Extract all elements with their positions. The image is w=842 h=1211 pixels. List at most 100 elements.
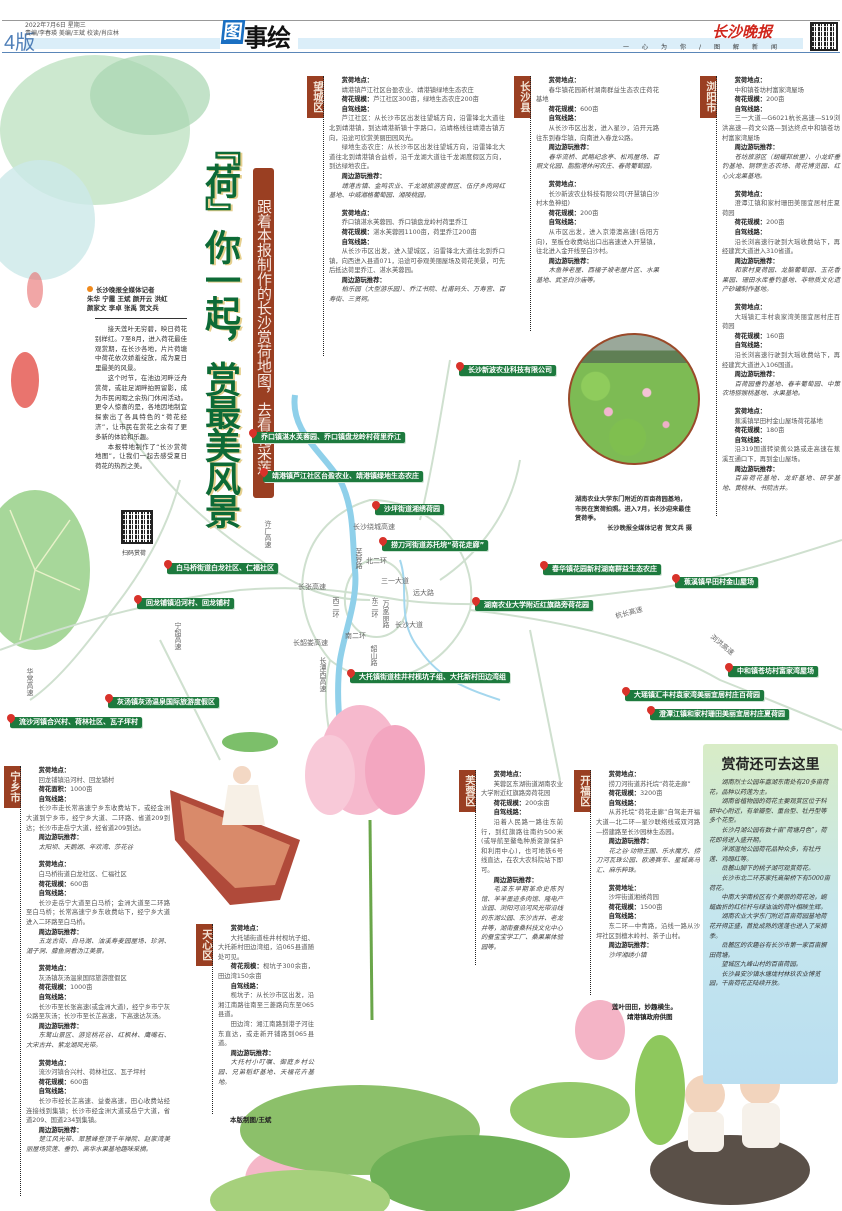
road-label: 韶山路 bbox=[370, 645, 378, 666]
route-label: 自驾线路： bbox=[608, 799, 641, 807]
road-label: 远大路 bbox=[413, 589, 434, 597]
pin-text: 白马桥街道白龙社区、仁福社区 bbox=[176, 564, 274, 572]
district-tag: 浏阳市 bbox=[700, 76, 717, 118]
lotus-leaf-illustration bbox=[0, 55, 210, 650]
nearby-text: 花之谷·动物王国、乐水魔方、捞刀河瓦珠公园、欧通赛车、星城高马汇、麻乐粹珠。 bbox=[596, 847, 700, 874]
scale-label: 荷花面积： bbox=[38, 786, 71, 794]
road-label: 南二环 bbox=[345, 632, 366, 640]
header-bar-left bbox=[25, 38, 220, 49]
route-label: 自驾线路： bbox=[38, 890, 71, 898]
route-label: 自驾线路： bbox=[230, 982, 263, 990]
header-qr-code[interactable] bbox=[810, 22, 838, 51]
nearby-text: 毛泽东早期革命史陈列馆、羊羊墨迹多肉馆、隆电产业园、浏阳河沿河风光带沿线的东湖公… bbox=[481, 886, 563, 951]
scale-row: 荷花规模：枧坑子300余亩，田边湾150余亩 bbox=[218, 962, 314, 981]
pin-text: 靖港镇芦江社区台盈农业、靖港镇绿地生态农庄 bbox=[272, 472, 419, 480]
district-body: 赏荷地点：芙蓉区东湖街道湖南农业大学附近红旗路旁荷花园荷花规模：200余亩自驾线… bbox=[481, 770, 563, 960]
map-pin-label[interactable]: 捞刀河街道苏托垸“荷花走廊” bbox=[377, 535, 489, 551]
district-body: 赏荷地点：靖港镇芦江社区台盈农业、靖港镇绿地生态农庄荷花规模：芦江社区300亩，… bbox=[329, 76, 505, 313]
route-text: 芦江社区：从长沙市区出发往望城方向，沿雷锋北大道往北到靖港镇，到达靖港新镇十字路… bbox=[329, 115, 505, 142]
map-pin-label[interactable]: 沙坪街道湘绣荷园 bbox=[370, 499, 444, 515]
map-pin-label[interactable]: 中和镇苍坊村富家湾屋场 bbox=[723, 661, 818, 677]
road-label: 东二环 bbox=[371, 597, 379, 618]
nearby-label: 周边游玩推荐： bbox=[38, 1022, 83, 1030]
place-value: 澄潭江镇和家村珊田美丽宜居村庄夏荷园 bbox=[722, 200, 840, 217]
more-place-item: 长沙月湖公园有数十亩“荷塘月色”，荷花即将进入盛开期。 bbox=[709, 826, 827, 844]
map-pin-label[interactable]: 大瑶镇汇丰村袁家湾美丽宜居村庄百荷园 bbox=[620, 685, 764, 701]
road-label: 宁韶高速 bbox=[174, 622, 182, 650]
scale-row: 荷花规模：湛水芙蓉园1100亩，荷里乔江200亩 bbox=[329, 228, 505, 238]
more-places-box: 赏荷还可去这里 湖南烈士公园年嘉湖东南处有20多亩荷花，品种以药莲为主。湖南省植… bbox=[703, 744, 838, 1084]
page-title: 『荷』你一起，赏最美风景 bbox=[199, 130, 241, 526]
route-text: 沿着人民路一路往东前行，到红旗路往南约500米(或导航至鳌龟种质资源保护和利用中… bbox=[481, 818, 563, 874]
place-label: 赏荷地点： bbox=[38, 861, 71, 869]
scale-label: 荷花规模： bbox=[38, 1078, 71, 1086]
staff-credits: 责编/李春瑛 美编/王斌 校读/肖应林 bbox=[25, 30, 119, 37]
road-label: 三一大道 bbox=[381, 577, 409, 585]
road-label: 许广高速 bbox=[264, 520, 272, 548]
scale-value: 160亩 bbox=[766, 332, 785, 340]
more-place-item: 望城区九峰山村的百亩荷园。 bbox=[721, 961, 802, 969]
map-pin-label[interactable]: 大托镇街道桂井村枧坑子组、大托新村田边湾组 bbox=[345, 667, 510, 683]
scale-value: 3200亩 bbox=[640, 790, 663, 798]
nearby-text: 百荷园垂钓基地、春丰葡萄园、中策农场猕猴桃基地、水果基地。 bbox=[722, 380, 840, 398]
more-place-item: 洋湖湿地公园荷花品种众多，有牡丹莲、鸡頭红等。 bbox=[709, 846, 821, 863]
route-text: 从苏托垸“荷花走廊”自驾走开福大道—北二环—星沙联络线或双河路—捞建路至长沙园林… bbox=[596, 809, 700, 836]
intro-text: 接天莲叶无穷碧，映日荷花别样红。7至8月，进入荷花最佳观赏期，在长沙各地，片片荷… bbox=[95, 325, 187, 472]
nearby-label: 周边游玩推荐： bbox=[608, 838, 653, 846]
dotted-divider bbox=[323, 76, 324, 356]
map-pin-label[interactable]: 春华镇花园新村湖南群益生态农庄 bbox=[538, 559, 661, 575]
map-pin-label[interactable]: 澄潭江镇和家村珊田美丽宜居村庄夏荷园 bbox=[645, 704, 789, 720]
nearby-label: 周边游玩推荐： bbox=[734, 465, 779, 473]
map-pin-label[interactable]: 乔口镇湛水芙蓉园、乔口镇盘龙岭村荷里乔江 bbox=[247, 427, 405, 443]
spot-entry: 赏荷地点：靖港镇芦江社区台盈农业、靖港镇绿地生态农庄荷花规模：芦江社区300亩，… bbox=[329, 76, 505, 201]
route-label: 自驾线路： bbox=[548, 115, 581, 123]
route-label: 自驾线路： bbox=[734, 436, 767, 444]
map-pin-label[interactable]: 长沙新波农业科技有限公司 bbox=[454, 360, 556, 376]
map-pin-label[interactable]: 靖港镇芦江社区台盈农业、靖港镇绿地生态农庄 bbox=[258, 466, 423, 482]
nearby-text: 太阳坝、天鹅湖、年欢湾、莎花谷 bbox=[38, 843, 134, 851]
place-value: 蕉溪镇早田村金山屋场荷花基地 bbox=[734, 417, 823, 425]
road-label: 万家丽路 bbox=[382, 600, 390, 628]
photo-credit: 长沙晚报全媒体记者 贺文兵 摄 bbox=[607, 524, 692, 532]
district-kaifu: 开福区赏荷地点：捞刀河街道苏托垸“荷花走廊”荷花规模：3200亩自驾线路：从苏托… bbox=[574, 770, 700, 995]
place-value: 回龙铺镇沿河村、回龙铺村 bbox=[38, 776, 115, 784]
route-text: 沿319国道转梁蕉公路或走高速在蕉溪互通口下，再到金山屋场。 bbox=[722, 446, 840, 463]
route-text: 从市区出发，进入京港澳高速(岳阳方向)，至板仓收费站出口出高速进入开慧镇，往北进… bbox=[536, 228, 659, 256]
pin-text: 湖南农业大学附近红旗路旁荷花园 bbox=[484, 601, 589, 609]
place-value: 春华镇花园新村湖南群益生态农庄荷花基地 bbox=[536, 86, 659, 104]
spot-entry: 赏荷地点：长沙新波农业科技有限公司(开慧镇白沙村木鱼神组)荷花规模：200亩自驾… bbox=[536, 180, 659, 286]
nearby-label: 周边游玩推荐： bbox=[734, 144, 779, 152]
place-label: 赏荷地点： bbox=[341, 209, 374, 217]
photo-caption-text: 湖南农业大学东门附近的百亩荷园基地，市民在赏荷拍照。进入7月，长沙迎来最佳赏荷季… bbox=[575, 496, 691, 522]
nearby-text: 东鹜山景区、游览桃花谷、红枫林、鹰嘴石、大宋古井、紫龙湖风光带。 bbox=[26, 1032, 170, 1050]
road-label: 长沙大道 bbox=[395, 621, 423, 629]
route-text: 沿长浏高速行驶到大瑶收费站下，再经建宾大道进入310省道。 bbox=[722, 238, 840, 256]
place-label: 赏荷地点： bbox=[38, 1059, 71, 1067]
map-pin-label[interactable]: 白马桥街道白龙社区、仁福社区 bbox=[162, 558, 278, 574]
route-text: 从长沙市区出发，进入星沙，沿开元路往东到春华镇，向南进入春龙公路。 bbox=[536, 124, 659, 142]
map-pin-label[interactable]: 回龙铺镇沿河村、回龙铺村 bbox=[132, 593, 234, 609]
map-pin-label[interactable]: 蕉溪镇早田村金山屋场 bbox=[670, 572, 758, 588]
map-pin-label[interactable]: 流沙河镇合兴村、荷林社区、瓦子坪村 bbox=[5, 712, 142, 728]
place-value: 沙坪街道湘绣荷园 bbox=[608, 894, 659, 902]
pin-text: 春华镇花园新村湖南群益生态农庄 bbox=[552, 565, 657, 573]
spot-entry: 赏荷地点：流沙河镇合兴村、荷林社区、瓦子坪村荷花规模：600亩自驾线路：长沙市经… bbox=[26, 1059, 170, 1155]
scale-label: 荷花规模： bbox=[548, 105, 581, 113]
intro-paragraph: 接天莲叶无穷碧，映日荷花别样红。7至8月，进入荷花最佳观赏期，在长沙各地，片片荷… bbox=[95, 325, 187, 373]
place-value: 靖港镇芦江社区台盈农业、靖港镇绿地生态农庄 bbox=[341, 86, 474, 94]
photo2-credit: 靖港镇政府供图 bbox=[627, 1013, 673, 1021]
map-pin-label[interactable]: 湖南农业大学附近红旗路旁荷花园 bbox=[470, 595, 593, 611]
scan-qr-code[interactable] bbox=[121, 510, 153, 544]
district-tag: 长沙县 bbox=[514, 76, 531, 118]
scale-label: 荷花规模： bbox=[493, 799, 526, 807]
scale-label: 荷花规模： bbox=[734, 427, 767, 435]
scale-label: 荷花规模： bbox=[608, 903, 641, 911]
scale-row: 荷花规模：600亩 bbox=[26, 880, 170, 890]
spot-entry: 赏荷地点：灰汤镇灰汤温泉国际旅游度假区荷花规模：1000亩自驾线路：长沙市至长张… bbox=[26, 964, 170, 1050]
route-text: 长沙市至长张高速(或金洲大道)，经宁乡市宁灰公路至灰汤；长沙市至长芷高速，下高速… bbox=[26, 1003, 170, 1021]
route-label: 自驾线路： bbox=[38, 994, 71, 1002]
spot-entry: 赏荷地点：乔口镇湛水芙蓉园、乔口镇盘龙岭村荷里乔江荷花规模：湛水芙蓉园1100亩… bbox=[329, 209, 505, 305]
scale-value: 1000亩 bbox=[70, 786, 93, 794]
route-label: 自驾线路： bbox=[734, 228, 767, 236]
map-pin-label[interactable]: 灰汤镇灰汤温泉国际旅游度假区 bbox=[103, 692, 219, 708]
